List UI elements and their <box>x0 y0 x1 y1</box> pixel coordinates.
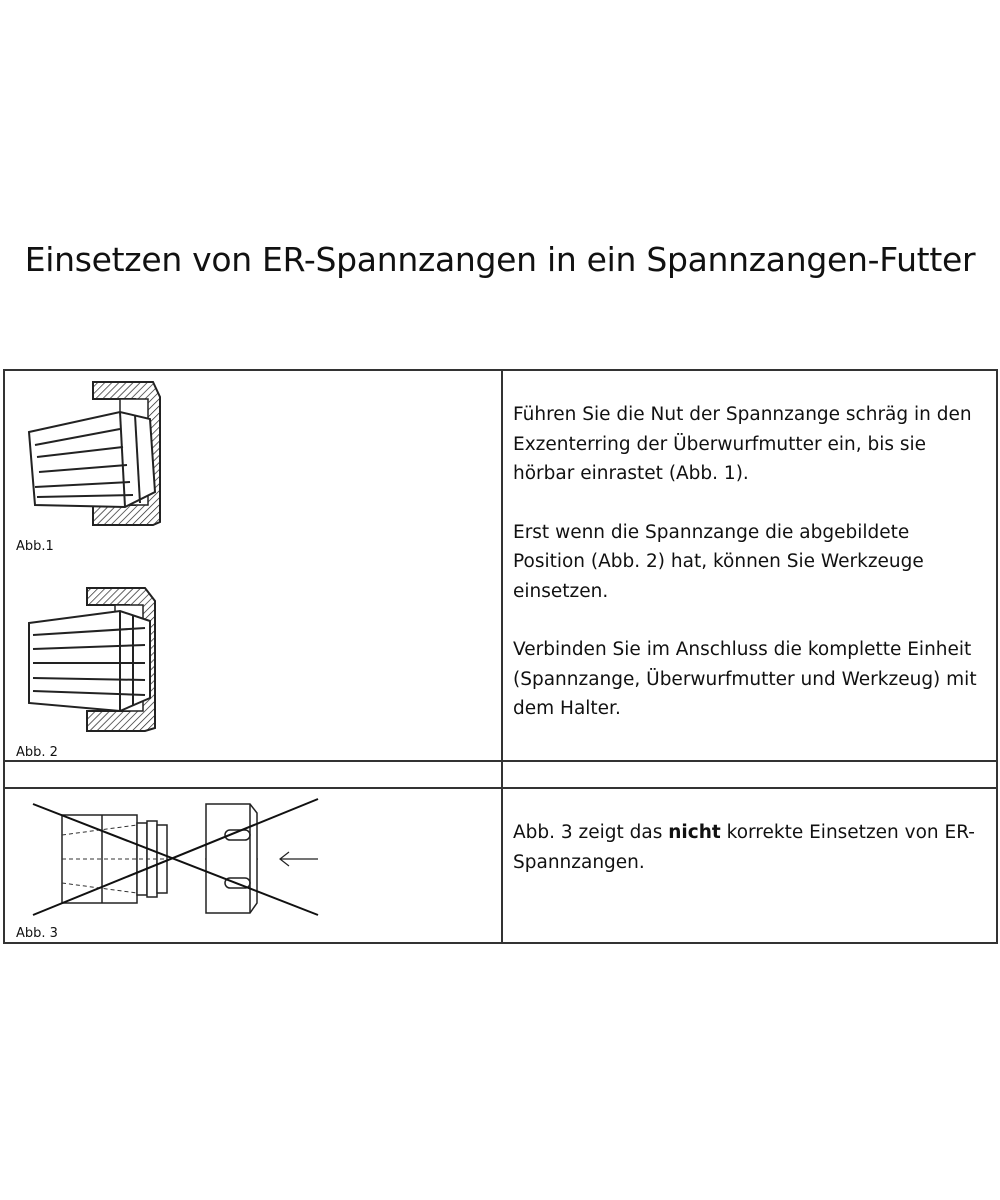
collet-figure-abb2 <box>28 587 156 732</box>
instruction-table: Abb.1 Abb. 2 Führen Sie die Nut der Span… <box>3 369 998 944</box>
warning-emphasis: nicht <box>668 822 721 843</box>
instructions-cell: Führen Sie die Nut der Spannzange schräg… <box>501 369 998 762</box>
caption-abb2: Abb. 2 <box>16 745 58 760</box>
empty-cell <box>3 760 503 789</box>
warning-cell: Abb. 3 zeigt das nicht korrekte Einsetze… <box>501 787 998 944</box>
page-title: Einsetzen von ER-Spannzangen in ein Span… <box>24 240 976 279</box>
instruction-paragraph: Verbinden Sie im Anschluss die komplette… <box>513 639 977 719</box>
caption-abb3: Abb. 3 <box>16 926 58 941</box>
warning-text: Abb. 3 zeigt das nicht korrekte Einsetze… <box>513 789 986 877</box>
caption-abb1: Abb.1 <box>16 539 54 554</box>
warning-text-part: Abb. 3 zeigt das <box>513 822 669 843</box>
warning-text-part: korrekte Einsetzen von ER-Spannzangen. <box>513 822 975 873</box>
instruction-paragraph: Erst wenn die Spannzange die abgebildete… <box>513 521 924 602</box>
collet-figure-abb1 <box>27 381 161 526</box>
figures-cell-1-2: Abb.1 Abb. 2 <box>3 369 503 762</box>
empty-cell <box>501 760 998 789</box>
instruction-paragraph: Führen Sie die Nut der Spannzange schräg… <box>513 404 972 484</box>
figure-cell-3: Abb. 3 <box>3 787 503 944</box>
incorrect-insertion-figure-abb3 <box>32 798 319 916</box>
